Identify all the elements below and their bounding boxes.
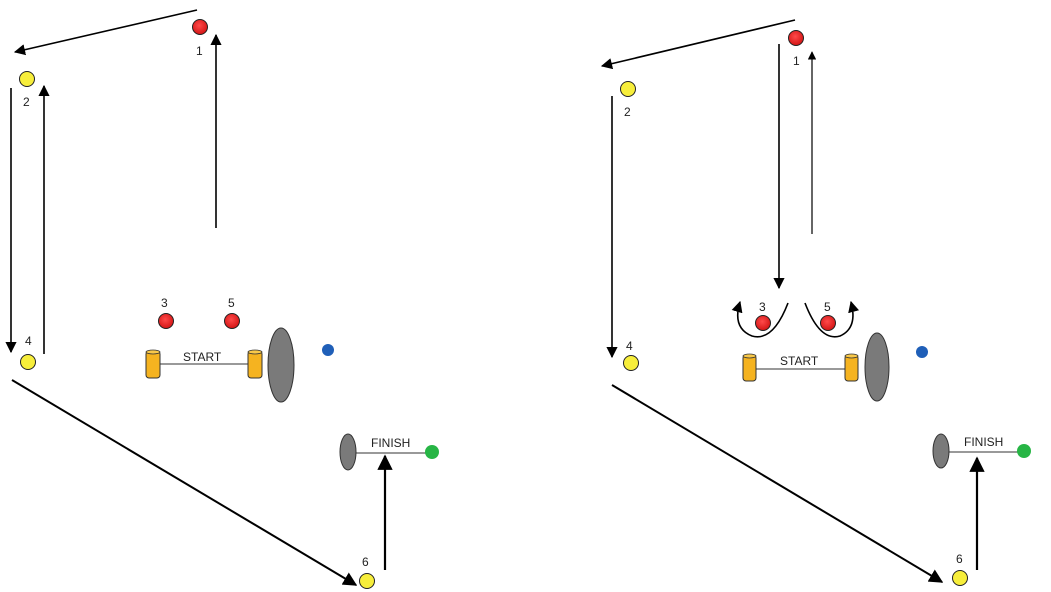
left-cone-3-label: 3 <box>161 296 168 310</box>
right-cone-4-label: 4 <box>626 339 633 353</box>
right-start-label: START <box>780 354 819 368</box>
left-cone-1-label: 1 <box>196 44 203 58</box>
left-finish-label: FINISH <box>371 436 410 450</box>
left-cone-4 <box>20 354 36 370</box>
left-start-label: START <box>183 350 222 364</box>
right-green-dot <box>1017 444 1031 458</box>
right-arrow-4-to-6 <box>611 384 944 583</box>
left-cone-2-label: 2 <box>23 95 30 109</box>
right-arrow-1-to-2 <box>600 19 796 70</box>
left-cone-3 <box>158 313 174 329</box>
right-cone-6-label: 6 <box>956 552 963 566</box>
right-start-post-right-top <box>844 353 859 359</box>
left-start-post-left <box>145 350 161 379</box>
right-start-post-left-top <box>742 353 757 359</box>
left-cone-6 <box>359 573 375 589</box>
right-cone-1-label: 1 <box>793 54 800 68</box>
right-finish-oval <box>932 433 950 469</box>
right-start-post-left <box>742 354 757 382</box>
left-cone-2 <box>19 71 35 87</box>
right-start-oval <box>864 332 890 402</box>
right-blue-dot <box>916 346 928 358</box>
right-cone-5 <box>820 315 836 331</box>
right-cone-2-label: 2 <box>624 105 631 119</box>
left-arrow-1-to-2 <box>13 9 198 56</box>
left-cone-5 <box>224 313 240 329</box>
right-cone-4 <box>623 355 639 371</box>
left-finish-oval <box>339 433 357 471</box>
right-start-post-right <box>844 354 859 382</box>
right-cone-6 <box>952 570 968 586</box>
right-curve-around-5 <box>804 300 860 338</box>
left-start-post-right-top <box>247 349 263 355</box>
right-finish-label: FINISH <box>964 435 1003 449</box>
right-cone-3-label: 3 <box>759 300 766 314</box>
right-cone-2 <box>620 81 636 97</box>
right-cone-5-label: 5 <box>824 300 831 314</box>
right-curve-around-3 <box>731 300 789 338</box>
left-start-post-left-top <box>145 349 161 355</box>
left-cone-6-label: 6 <box>362 555 369 569</box>
right-cone-1 <box>788 30 804 46</box>
left-diagram: START FINISH 1 2 3 4 5 6 <box>5 9 439 589</box>
left-start-post-right <box>247 350 263 379</box>
right-diagram: START FINISH 1 2 3 4 5 6 <box>600 19 1031 586</box>
left-cone-5-label: 5 <box>228 296 235 310</box>
left-cone-4-label: 4 <box>25 334 32 348</box>
left-cone-1 <box>192 19 208 35</box>
left-blue-dot <box>322 344 334 356</box>
left-start-oval <box>267 327 295 403</box>
left-arrow-4-to-6 <box>11 379 358 586</box>
left-green-dot <box>425 445 439 459</box>
right-cone-3 <box>755 315 771 331</box>
